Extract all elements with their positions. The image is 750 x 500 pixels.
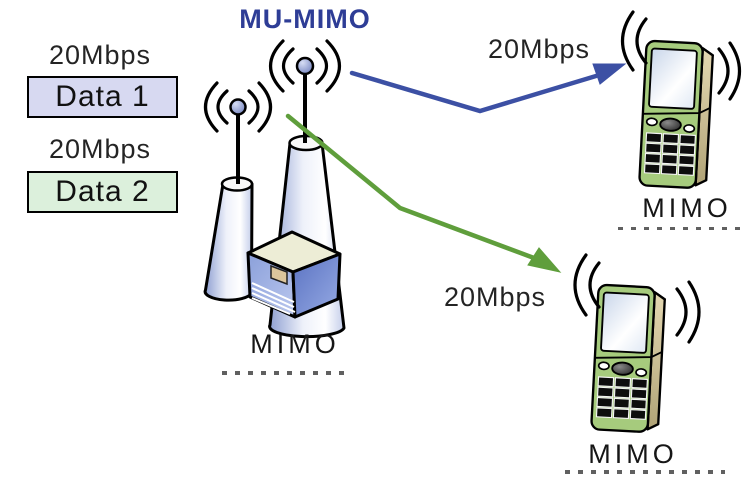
signal-waves-icon (573, 253, 701, 344)
base-station-icon (203, 39, 346, 339)
link-bottom-rate-label: 20Mbps (443, 282, 547, 312)
handset-top-icon (621, 10, 742, 190)
antenna-left-icon (203, 81, 273, 302)
station-label: MIMO (250, 329, 340, 359)
stream1-data-box: Data 1 (27, 76, 178, 118)
link-arrow-green (285, 113, 562, 273)
handset-top-caption-remnant (618, 227, 746, 230)
signal-waves-icon (621, 10, 742, 101)
stream2-rate-label: 20Mbps (48, 134, 152, 164)
handset-bottom-caption-remnant (565, 470, 725, 474)
handset-bottom-label: MIMO (588, 439, 678, 469)
link-top-rate-label: 20Mbps (487, 34, 591, 64)
station-caption-remnant (222, 371, 352, 375)
handset-top-label: MIMO (642, 193, 732, 223)
signal-waves-icon (268, 39, 342, 93)
handset-bottom-icon (573, 253, 701, 434)
diagram-title: MU-MIMO (239, 4, 371, 34)
link-arrow-blue (349, 63, 627, 114)
signal-waves-icon (203, 81, 273, 133)
server-box-icon (246, 230, 342, 319)
stream2-data-box: Data 2 (27, 171, 178, 213)
stream1-rate-label: 20Mbps (48, 40, 152, 70)
